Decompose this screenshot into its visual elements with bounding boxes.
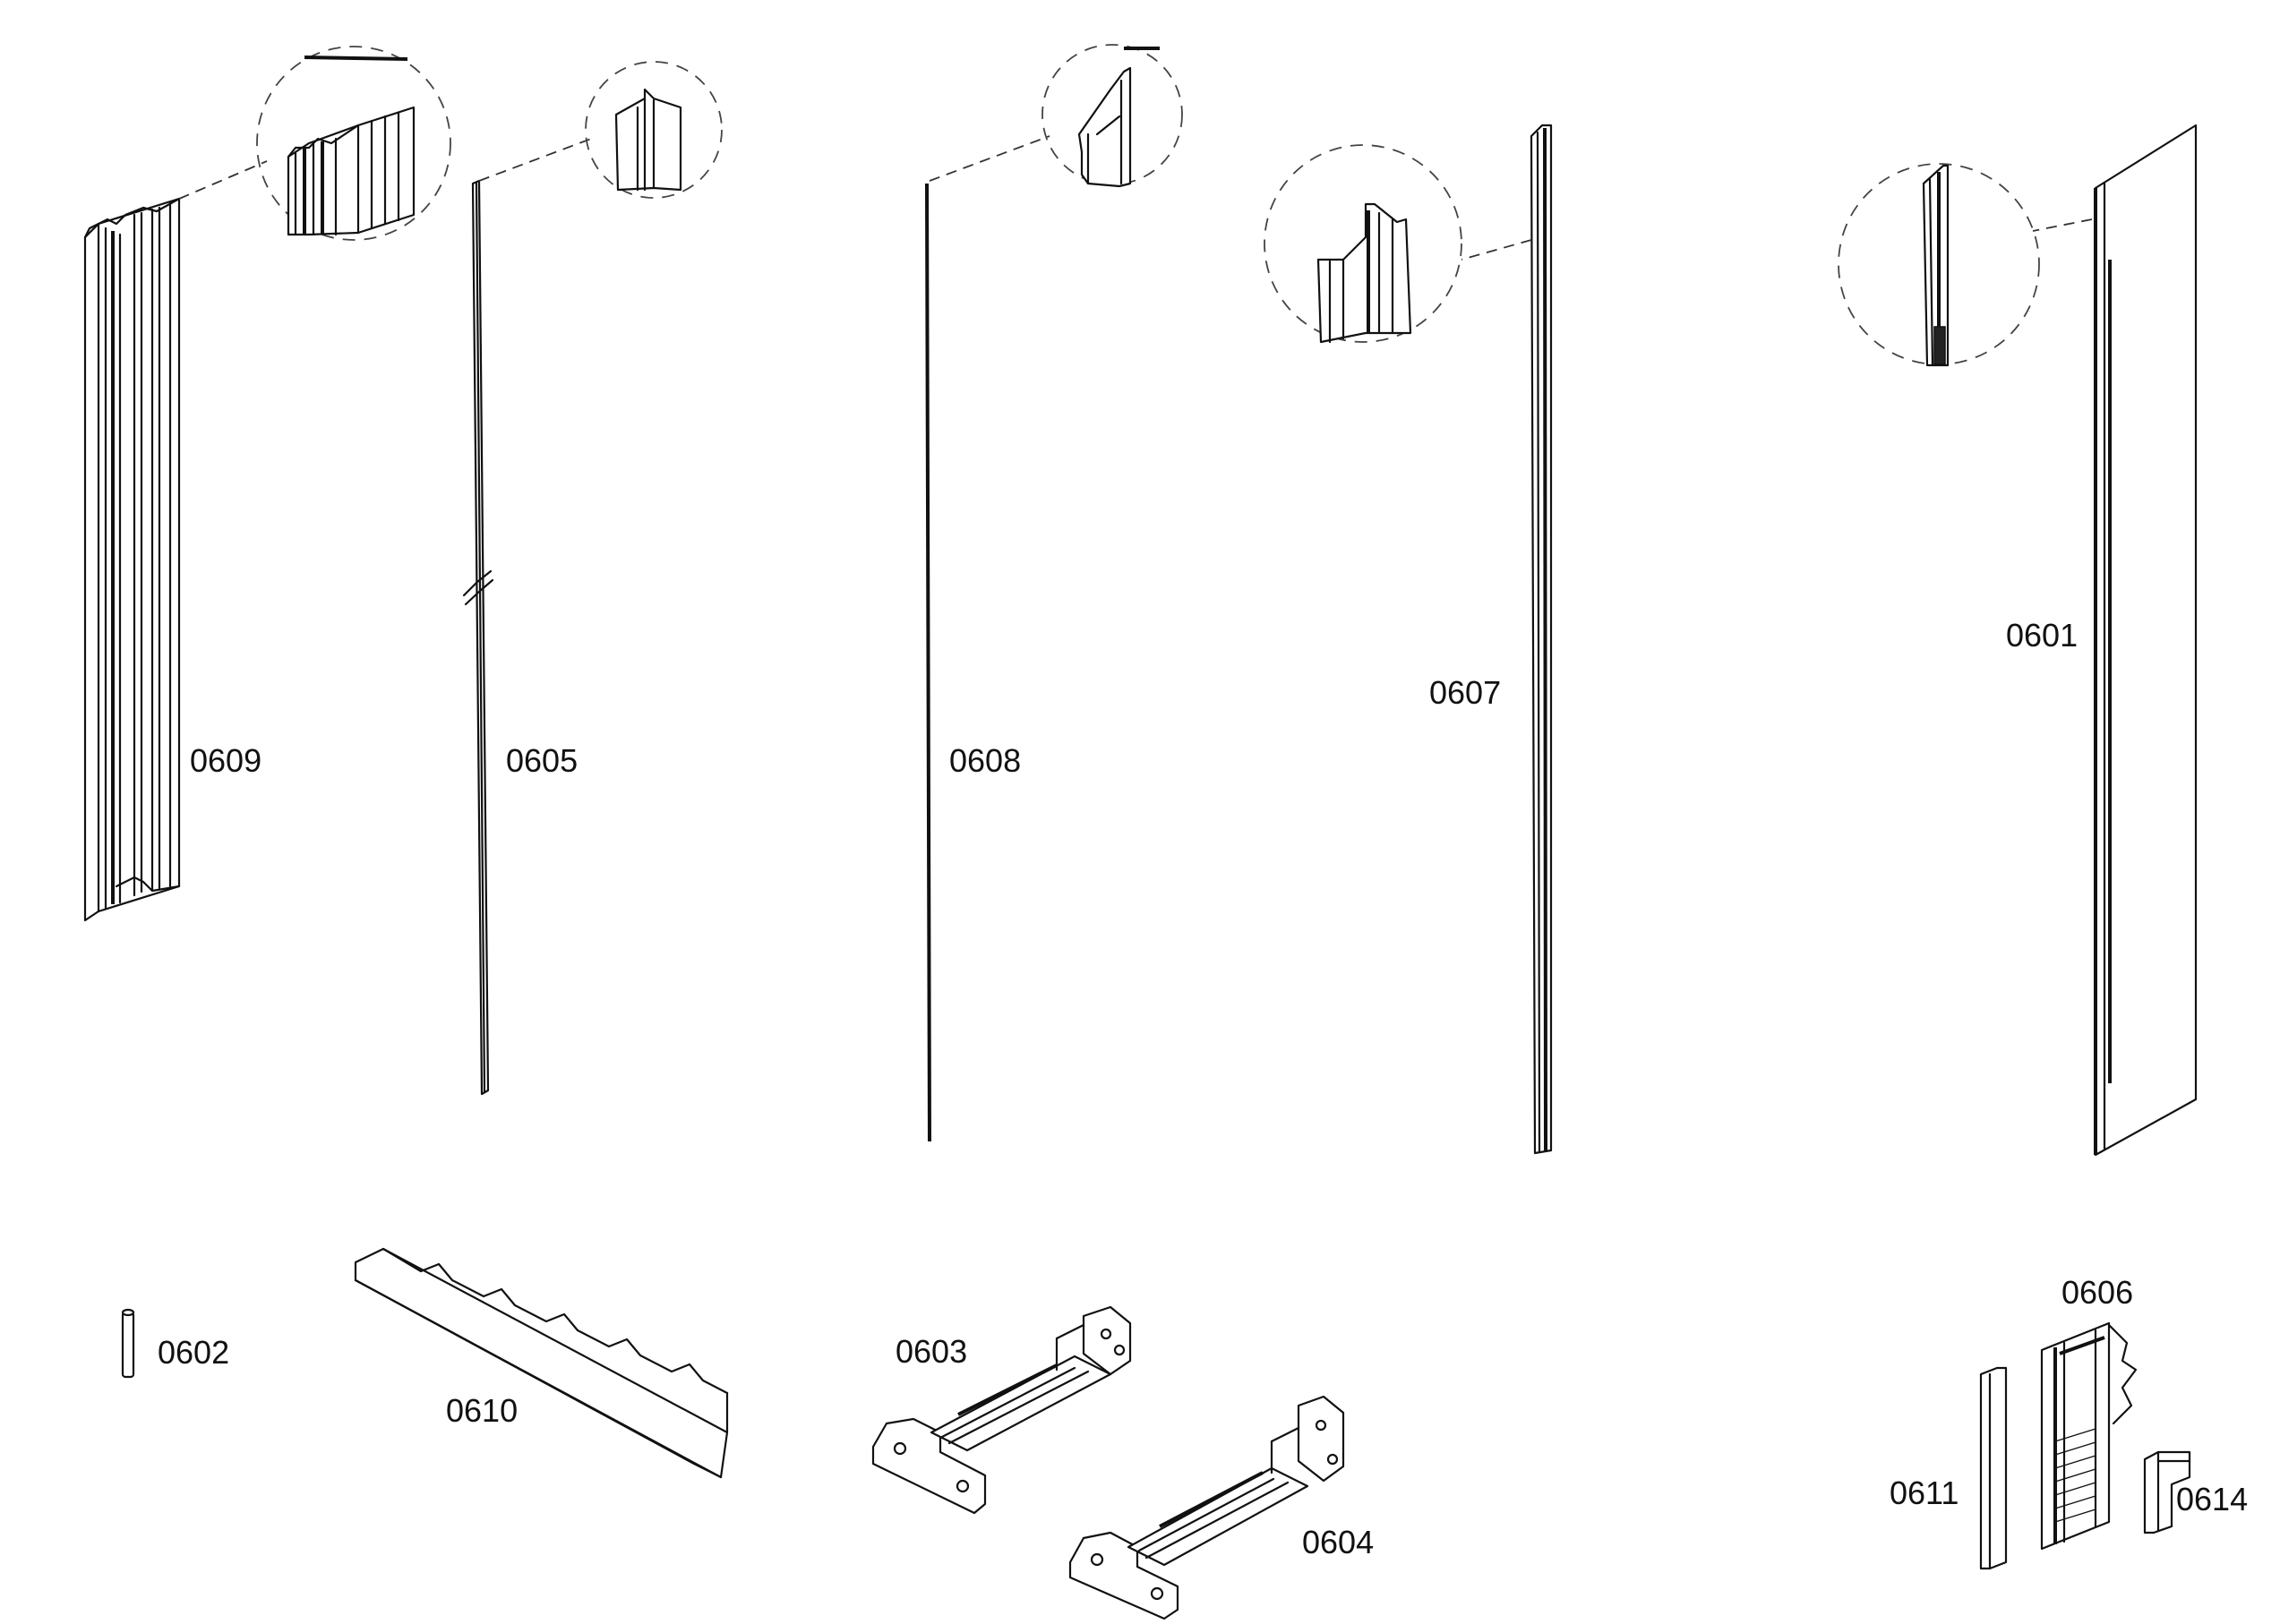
label-0607: 0607 — [1429, 674, 1501, 711]
label-0611: 0611 — [1890, 1474, 1959, 1511]
detail-0607 — [1264, 144, 1462, 344]
detail-0608 — [1041, 44, 1183, 188]
label-0605: 0605 — [506, 742, 578, 779]
part-0607[interactable] — [1461, 124, 1553, 1155]
label-0609: 0609 — [190, 742, 261, 779]
hinge-rungs — [2054, 1428, 2096, 1523]
part-0601[interactable] — [2032, 124, 2198, 1157]
label-0604: 0604 — [1302, 1524, 1374, 1560]
label-0608: 0608 — [949, 742, 1021, 779]
part-0614[interactable] — [2143, 1450, 2191, 1534]
part-0610[interactable] — [354, 1247, 729, 1479]
part-0608[interactable] — [925, 135, 1050, 1142]
part-0602[interactable] — [121, 1308, 135, 1379]
detail-0601 — [1838, 163, 2040, 367]
label-0601: 0601 — [2006, 617, 2078, 654]
detail-0605 — [585, 61, 723, 199]
label-0606: 0606 — [2061, 1274, 2133, 1311]
part-0611[interactable] — [1979, 1366, 2008, 1570]
part-0605[interactable] — [462, 138, 592, 1096]
label-0610: 0610 — [446, 1392, 518, 1429]
part-0606[interactable] — [2040, 1321, 2138, 1551]
label-0603: 0603 — [896, 1333, 967, 1370]
label-0614: 0614 — [2176, 1481, 2248, 1517]
part-0609[interactable] — [83, 160, 268, 922]
part-0603[interactable] — [871, 1305, 1132, 1515]
detail-0609 — [256, 46, 451, 241]
part-0604[interactable] — [1068, 1395, 1345, 1620]
label-0602: 0602 — [158, 1334, 229, 1371]
